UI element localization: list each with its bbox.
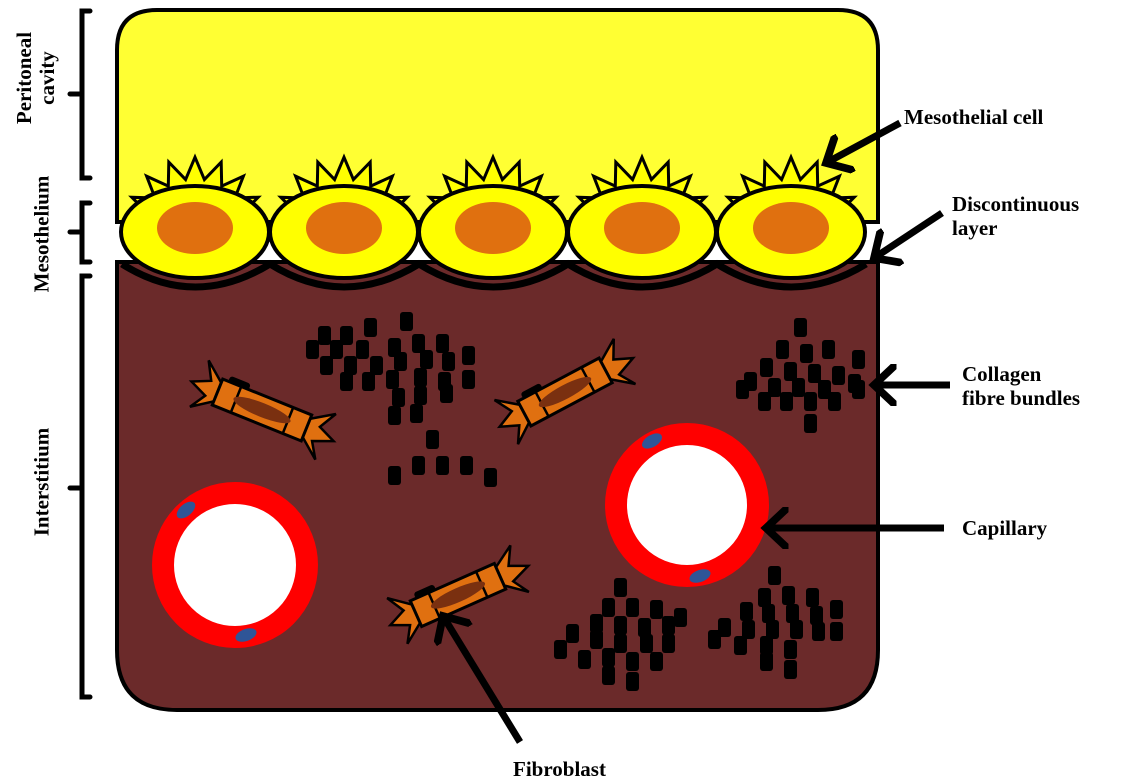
peritoneal-cavity-label: Peritoneal cavity xyxy=(13,32,59,124)
bracket-icon xyxy=(70,276,90,697)
collagen-fibre-bundles-label: Collagen fibre bundles xyxy=(962,362,1080,410)
fibroblast-label: Fibroblast xyxy=(513,757,606,781)
capillary-icon xyxy=(616,430,758,585)
mesothelium-label: Mesothelium xyxy=(31,176,54,293)
bracket-icon xyxy=(70,11,90,178)
capillary-label: Capillary xyxy=(962,516,1047,540)
arrow-icon xyxy=(874,213,942,258)
capillary-icon xyxy=(163,493,307,644)
interstitium-label: Interstitium xyxy=(31,428,54,537)
bracket-icon xyxy=(70,203,90,262)
mesothelial-cell-label: Mesothelial cell xyxy=(904,105,1043,129)
discontinuous-layer-label: Discontinuous layer xyxy=(952,192,1079,240)
